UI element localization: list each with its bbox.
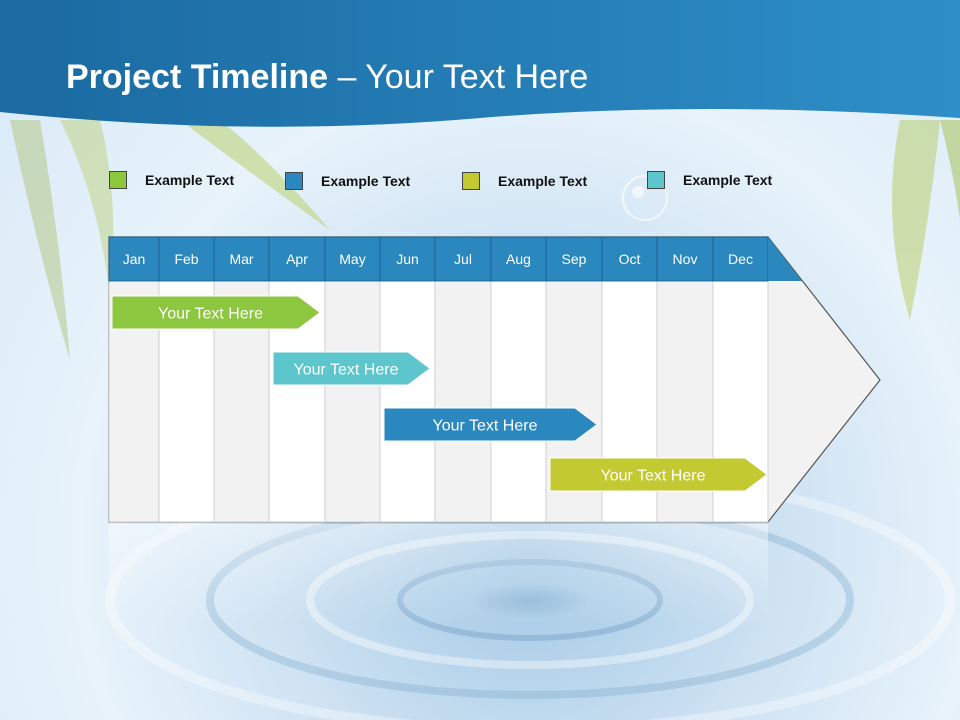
month-column bbox=[434, 280, 492, 523]
timeline-bar-shape bbox=[549, 457, 768, 492]
legend-swatch bbox=[462, 172, 480, 190]
legend-label: Example Text bbox=[498, 173, 588, 189]
legend-item: Example Text bbox=[285, 172, 410, 190]
month-column bbox=[490, 280, 547, 523]
month-label-dec: Dec bbox=[728, 251, 753, 267]
month-cell bbox=[213, 236, 270, 282]
month-cell bbox=[158, 236, 215, 282]
timeline-bar: Your Text Here bbox=[383, 407, 598, 442]
timeline-bar-shape bbox=[272, 351, 431, 386]
title-rest: – Your Text Here bbox=[328, 58, 589, 96]
month-cell bbox=[268, 236, 326, 282]
month-cell bbox=[490, 236, 547, 282]
month-label-sep: Sep bbox=[562, 251, 587, 267]
legend-item: Example Text bbox=[109, 171, 234, 189]
month-cell bbox=[601, 236, 658, 282]
month-label-jul: Jul bbox=[454, 251, 472, 267]
month-label-feb: Feb bbox=[174, 251, 198, 267]
timeline-bar-shape bbox=[111, 295, 321, 330]
month-label-oct: Oct bbox=[619, 251, 641, 267]
month-cell bbox=[379, 236, 436, 282]
month-cell bbox=[108, 236, 160, 282]
month-label-apr: Apr bbox=[286, 251, 308, 267]
month-cell bbox=[324, 236, 381, 282]
timeline-reflection bbox=[109, 524, 835, 624]
legend-label: Example Text bbox=[145, 172, 235, 188]
month-label-may: May bbox=[339, 251, 365, 267]
month-column bbox=[379, 280, 436, 523]
leaf-decoration-right bbox=[892, 120, 960, 320]
timeline-bar-label: Your Text Here bbox=[294, 362, 399, 379]
legend-label: Example Text bbox=[321, 173, 411, 189]
month-cell bbox=[656, 236, 714, 282]
month-label-nov: Nov bbox=[673, 251, 698, 267]
leaf-decoration-left bbox=[10, 120, 330, 360]
grid-reflection bbox=[109, 524, 768, 624]
page-title: Project Timeline – Your Text Here bbox=[66, 58, 588, 97]
timeline-bar: Your Text Here bbox=[549, 457, 768, 492]
timeline-bar-label: Your Text Here bbox=[433, 418, 538, 435]
month-header-tip bbox=[768, 237, 802, 281]
legend-item: Example Text bbox=[647, 171, 772, 189]
month-cell bbox=[545, 236, 603, 282]
timeline-bar: Your Text Here bbox=[111, 295, 321, 330]
title-bold: Project Timeline bbox=[66, 58, 329, 96]
timeline-bar-shape bbox=[383, 407, 598, 442]
timeline-bar: Your Text Here bbox=[272, 351, 431, 386]
header-band bbox=[0, 0, 960, 127]
legend-item: Example Text bbox=[462, 172, 587, 190]
month-label-jan: Jan bbox=[123, 251, 146, 267]
month-label-aug: Aug bbox=[506, 251, 531, 267]
month-label-mar: Mar bbox=[229, 251, 253, 267]
month-cell bbox=[712, 236, 769, 282]
legend-label: Example Text bbox=[683, 172, 773, 188]
month-label-jun: Jun bbox=[396, 251, 419, 267]
timeline-bar-label: Your Text Here bbox=[601, 468, 706, 485]
month-header: Jan Feb Mar Apr May Jun Jul Aug Sep Oct Nov Dec bbox=[108, 236, 802, 282]
timeline-bar-label: Your Text Here bbox=[158, 306, 263, 323]
legend-swatch bbox=[285, 172, 303, 190]
legend-swatch bbox=[109, 171, 127, 189]
legend-swatch bbox=[647, 171, 665, 189]
month-column bbox=[324, 280, 381, 523]
month-cell bbox=[434, 236, 492, 282]
